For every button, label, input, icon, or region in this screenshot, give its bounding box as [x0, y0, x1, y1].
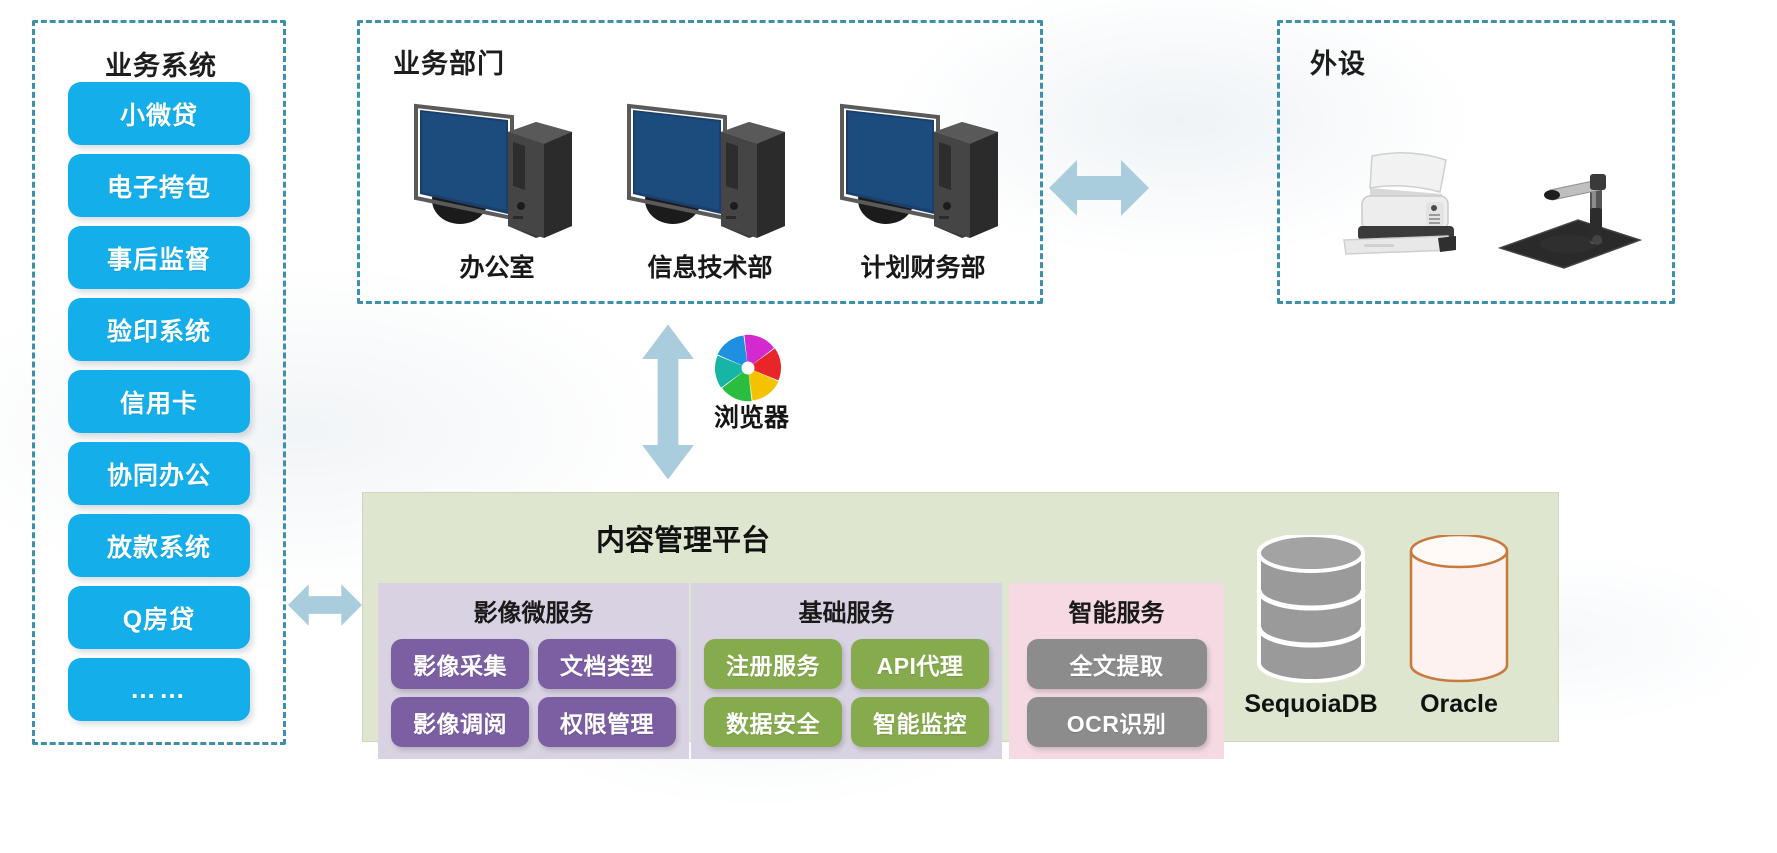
- sidebar-item-xinyongka[interactable]: 信用卡: [68, 370, 250, 433]
- service-chip-api-proxy[interactable]: API代理: [851, 639, 989, 689]
- service-panel-title: 基础服务: [798, 600, 895, 627]
- document-camera-icon: [1497, 174, 1643, 269]
- database-label: SequoiaDB: [1244, 690, 1378, 718]
- connector-systems-platform: [288, 572, 362, 643]
- sidebar-item-shihoujiandu[interactable]: 事后监督: [68, 226, 250, 289]
- database-label: Oracle: [1420, 690, 1498, 718]
- double-arrow-horizontal-icon: [1049, 160, 1149, 216]
- service-chip-label: 全文提取: [1069, 653, 1164, 679]
- sidebar-item-label: 验印系统: [106, 317, 211, 346]
- group-title-business-departments: 业务部门: [393, 49, 505, 79]
- sidebar-item-label: 协同办公: [106, 461, 211, 490]
- sidebar-item-label: 放款系统: [106, 533, 211, 562]
- service-chip-data-security[interactable]: 数据安全: [704, 697, 842, 747]
- sidebar-item-label: 电子挎包: [106, 173, 211, 202]
- service-chip-image-retrieval[interactable]: 影像调阅: [391, 697, 529, 747]
- browser-pinwheel-icon: [714, 334, 782, 402]
- service-chip-permission-management[interactable]: 权限管理: [538, 697, 676, 747]
- service-chip-grid: 全文提取 OCR识别: [1009, 639, 1224, 759]
- service-chip-document-type[interactable]: 文档类型: [538, 639, 676, 689]
- peripheral-item-scanner[interactable]: [1330, 150, 1480, 275]
- service-chip-registration[interactable]: 注册服务: [704, 639, 842, 689]
- sidebar-item-more[interactable]: ……: [68, 658, 250, 721]
- sidebar-item-fangkuanxitong[interactable]: 放款系统: [68, 514, 250, 577]
- sidebar-item-qfangdai[interactable]: Q房贷: [68, 586, 250, 649]
- department-label: 信息技术部: [647, 254, 773, 282]
- document-scanner-icon: [1343, 152, 1456, 255]
- department-label: 计划财务部: [860, 254, 986, 282]
- department-label: 办公室: [459, 254, 535, 282]
- service-chip-label: API代理: [876, 653, 964, 679]
- service-chip-label: 影像调阅: [413, 711, 507, 737]
- desktop-computer-icon: [840, 103, 998, 238]
- double-arrow-horizontal-icon: [288, 584, 362, 626]
- service-panel-title: 影像微服务: [473, 600, 594, 627]
- database-oracle[interactable]: Oracle: [1389, 533, 1529, 735]
- service-chip-label: 注册服务: [726, 653, 820, 679]
- service-panel-smart: 智能服务 全文提取 OCR识别: [1009, 583, 1224, 759]
- double-arrow-vertical-icon: [642, 324, 694, 480]
- group-title-peripherals: 外设: [1310, 49, 1366, 79]
- platform-title: 内容管理平台: [595, 525, 770, 557]
- desktop-computer-icon: [627, 103, 785, 238]
- sidebar-item-dianzikuabao[interactable]: 电子挎包: [68, 154, 250, 217]
- department-item-finance[interactable]: 计划财务部: [838, 98, 1008, 282]
- sidebar-item-xietongbangong[interactable]: 协同办公: [68, 442, 250, 505]
- service-panel-title: 智能服务: [1068, 600, 1165, 627]
- database-sequoiadb[interactable]: SequoiaDB: [1241, 533, 1381, 735]
- sidebar-item-label: 小微贷: [119, 101, 198, 130]
- group-title-business-systems: 业务系统: [105, 51, 217, 81]
- sidebar-item-yanyinxitong[interactable]: 验印系统: [68, 298, 250, 361]
- peripheral-item-document-camera[interactable]: [1490, 150, 1650, 275]
- business-systems-list: 小微贷 电子挎包 事后监督 验印系统 信用卡 协同办公 放款系统 Q房贷 ……: [68, 82, 250, 721]
- sidebar-item-label: 事后监督: [106, 245, 211, 274]
- sidebar-item-xiaoweidai[interactable]: 小微贷: [68, 82, 250, 145]
- connector-departments-peripherals: [1049, 152, 1149, 229]
- service-chip-grid: 注册服务 API代理 数据安全 智能监控: [691, 639, 1002, 759]
- service-chip-smart-monitoring[interactable]: 智能监控: [851, 697, 989, 747]
- service-chip-image-capture[interactable]: 影像采集: [391, 639, 529, 689]
- service-chip-label: OCR识别: [1066, 711, 1167, 737]
- group-box-business-systems: [32, 20, 286, 745]
- sidebar-item-label: Q房贷: [122, 605, 196, 634]
- service-chip-ocr[interactable]: OCR识别: [1026, 697, 1207, 747]
- content-management-platform: 内容管理平台 影像微服务 影像采集 文档类型 影像调阅 权限管理 基础服务 注册…: [362, 492, 1559, 759]
- sidebar-item-label: 信用卡: [119, 389, 198, 418]
- service-chip-label: 影像采集: [413, 653, 507, 679]
- service-chip-label: 数据安全: [726, 711, 820, 737]
- browser-node[interactable]: [712, 332, 784, 409]
- service-chip-label: 文档类型: [560, 653, 654, 679]
- service-panel-basic: 基础服务 注册服务 API代理 数据安全 智能监控: [691, 583, 1002, 759]
- service-chip-fulltext-extraction[interactable]: 全文提取: [1026, 639, 1207, 689]
- service-chip-label: 权限管理: [560, 711, 654, 737]
- group-box-peripherals: [1277, 20, 1675, 304]
- database-cylinder-icon: [1256, 533, 1366, 683]
- service-chip-grid: 影像采集 文档类型 影像调阅 权限管理: [378, 639, 689, 759]
- browser-label: 浏览器: [714, 404, 790, 432]
- connector-departments-platform: [637, 312, 699, 497]
- service-panel-image: 影像微服务 影像采集 文档类型 影像调阅 权限管理: [378, 583, 689, 759]
- department-item-it[interactable]: 信息技术部: [625, 98, 795, 282]
- service-chip-label: 智能监控: [873, 711, 967, 737]
- database-cylinder-icon: [1409, 533, 1509, 683]
- sidebar-item-label: ……: [130, 674, 188, 704]
- desktop-computer-icon: [414, 103, 572, 238]
- department-item-office[interactable]: 办公室: [412, 98, 582, 282]
- group-box-business-departments: [357, 20, 1043, 304]
